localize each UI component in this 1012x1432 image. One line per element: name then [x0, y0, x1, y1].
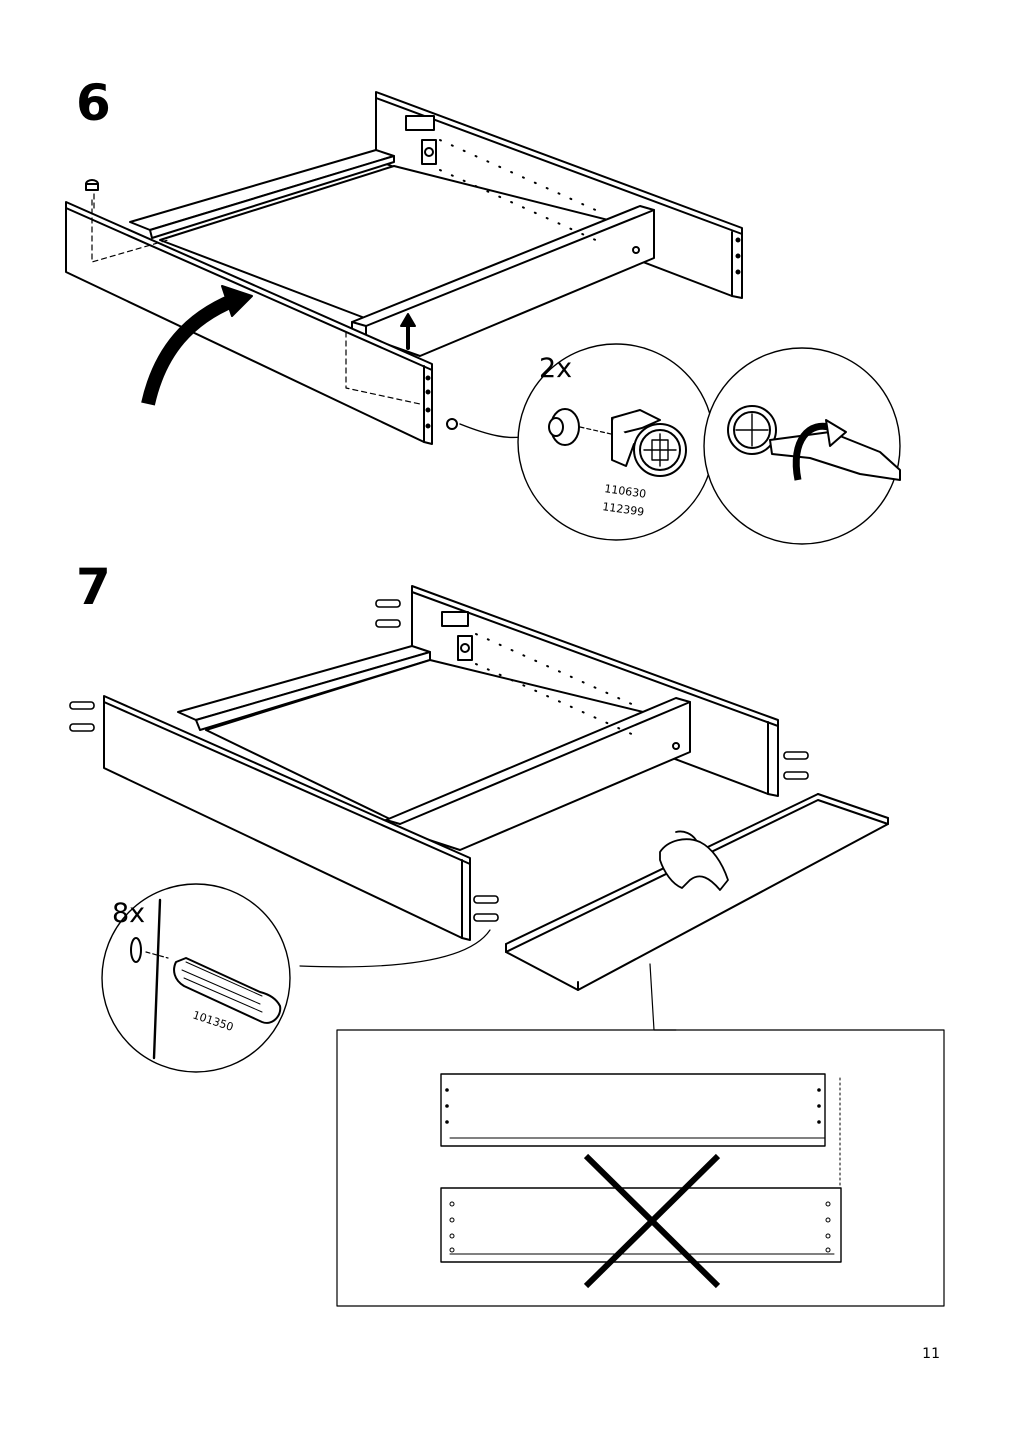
dowel-detail [101, 883, 291, 1073]
page-number: 11 [922, 1346, 940, 1362]
pointing-hand-icon [659, 830, 729, 891]
orientation-check-box [336, 1029, 945, 1307]
quantity-label: 2x [539, 353, 573, 384]
step6-drawer-frame [65, 91, 743, 445]
part-number-label: 112399 [602, 500, 645, 519]
step7-drawer-frame [69, 585, 889, 1031]
quantity-label: 8x [112, 898, 146, 929]
cam-lock-detail [517, 343, 715, 541]
cross-mark-icon [583, 1153, 721, 1289]
step-number: 6 [76, 74, 111, 132]
part-number-label: 110630 [604, 482, 647, 501]
screwdriver-detail [703, 347, 901, 545]
step-number: 7 [76, 558, 111, 616]
